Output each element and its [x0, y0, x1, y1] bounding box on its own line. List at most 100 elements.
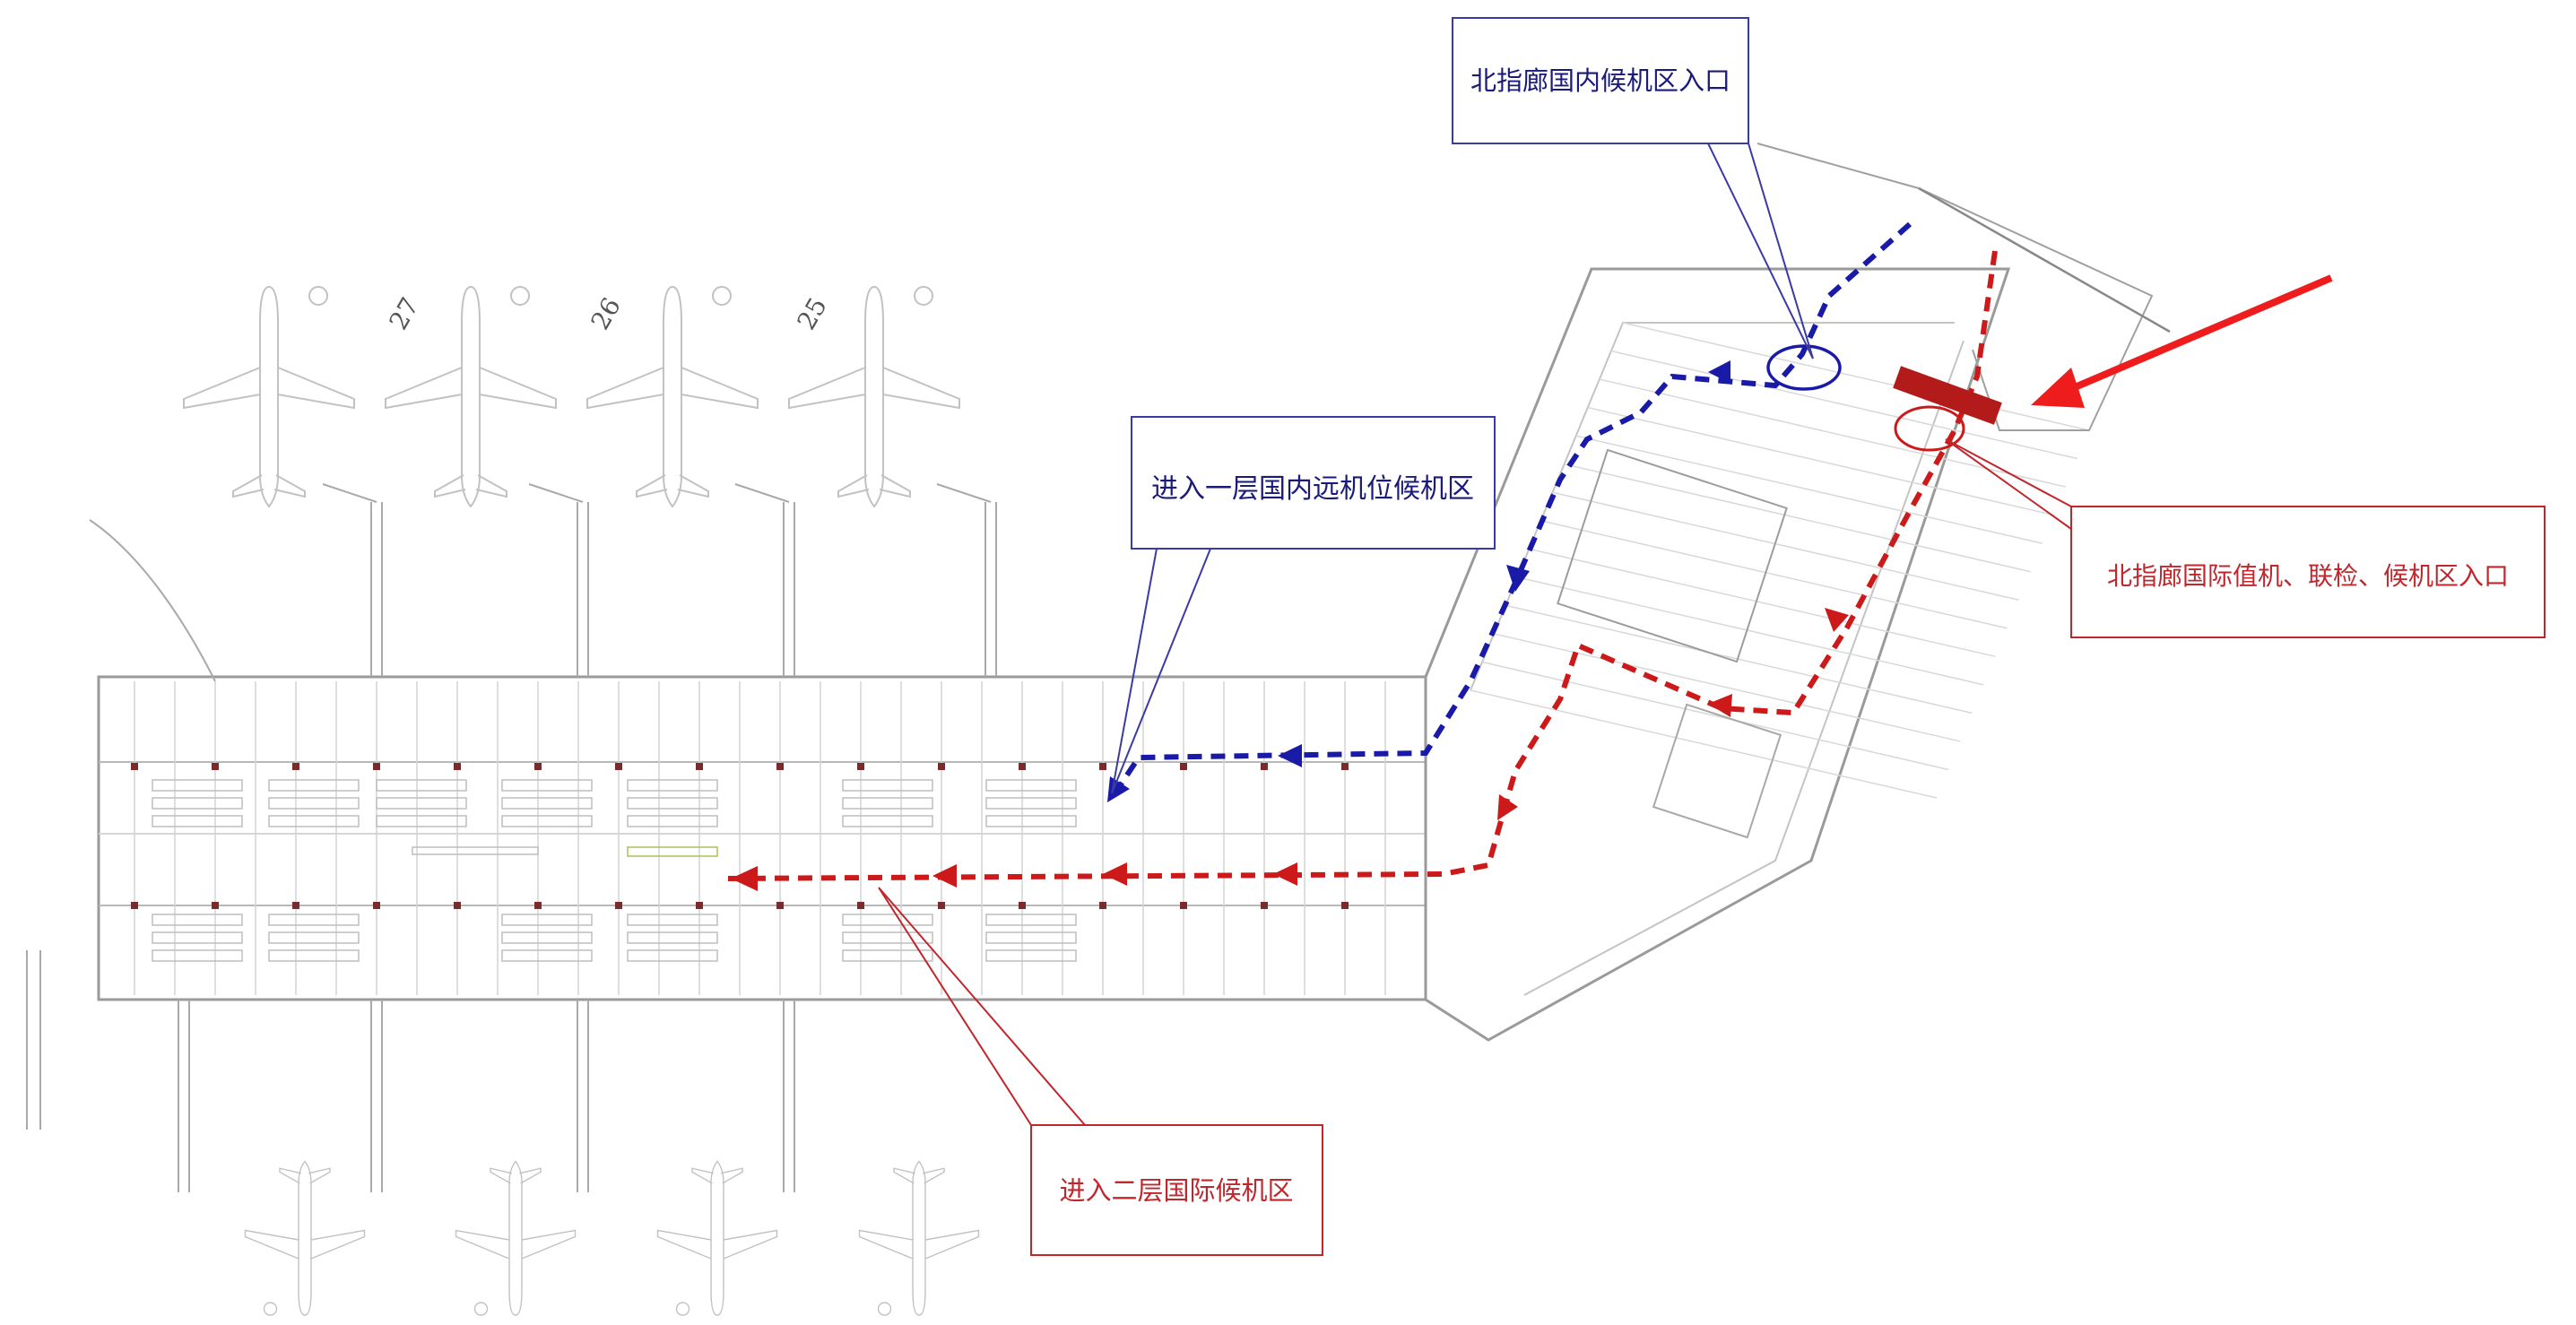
- gate-labels: 27 26 25: [383, 292, 832, 334]
- seating-areas: [152, 779, 1077, 962]
- fuselage: [912, 1160, 926, 1316]
- seating-row: [627, 931, 718, 944]
- aircraft-lower-3: [858, 1160, 980, 1316]
- seating-row: [268, 779, 360, 792]
- seating-row: [501, 914, 593, 926]
- jet-bridge: [89, 519, 216, 682]
- intl-arrow-5: [1103, 862, 1127, 886]
- intl-arrow-6: [932, 864, 957, 888]
- tail: [490, 1167, 542, 1184]
- tail: [232, 474, 306, 498]
- nose-marker: [877, 1302, 892, 1316]
- seating-row: [627, 949, 718, 962]
- tail: [434, 474, 507, 498]
- intl-arrow-7: [731, 866, 758, 891]
- column-marker: [615, 763, 622, 770]
- jet-bridge: [26, 950, 41, 1130]
- seating-row: [985, 931, 1077, 944]
- column-marker: [212, 763, 219, 770]
- seating-row: [627, 914, 718, 926]
- intl-arrow-2: [1708, 694, 1732, 717]
- column-marker: [1099, 902, 1106, 909]
- nose-marker: [473, 1302, 489, 1316]
- seating-row: [501, 779, 593, 792]
- column-marker: [938, 902, 945, 909]
- aircraft-stands: [183, 285, 980, 1316]
- callout-north-domestic: 北指廊国内候机区入口: [1452, 17, 1814, 359]
- intl-arrow-1: [1825, 608, 1849, 632]
- entrance-barrier: [1893, 366, 2002, 425]
- column-marker: [1341, 902, 1349, 909]
- seating-row: [152, 949, 243, 962]
- jet-bridges: [26, 483, 997, 1192]
- aircraft-lower-0: [244, 1160, 366, 1316]
- jet-bridge: [528, 483, 584, 503]
- domestic-route-path: [1109, 221, 1912, 800]
- fuselage: [298, 1160, 312, 1316]
- seating-row: [842, 931, 933, 944]
- wings: [656, 1229, 778, 1260]
- grid-line: [1576, 436, 2043, 543]
- seating-row: [985, 815, 1077, 827]
- north-pier-outline: [1426, 269, 2008, 1040]
- grid-line: [1588, 408, 2054, 515]
- jet-bridge: [734, 483, 790, 503]
- seating-row: [152, 931, 243, 944]
- wings: [858, 1229, 980, 1260]
- concourse-grid: [131, 681, 1385, 995]
- aircraft-1: [385, 285, 557, 508]
- domestic-route: [1109, 221, 1912, 800]
- seating-row: [268, 949, 360, 962]
- grid-line: [1517, 577, 1983, 685]
- seating-row: [268, 797, 360, 810]
- column-marker: [1019, 763, 1026, 770]
- column-marker: [373, 763, 380, 770]
- grid-line: [1482, 662, 1948, 769]
- callout-box: [2070, 506, 2546, 638]
- column-marker: [1180, 763, 1187, 770]
- intl-arrow-4: [1273, 862, 1297, 886]
- seating-row: [152, 797, 243, 810]
- column-marker: [857, 763, 864, 770]
- nose-marker: [712, 286, 732, 306]
- jet-bridge: [936, 483, 992, 503]
- tail: [837, 474, 911, 498]
- aircraft-2: [586, 285, 759, 508]
- main-concourse: [99, 677, 1426, 1000]
- grid-line: [1611, 351, 2077, 459]
- column-marker: [857, 902, 864, 909]
- seating-row: [501, 797, 593, 810]
- tail: [636, 474, 709, 498]
- seating-row: [152, 779, 243, 792]
- wings: [788, 367, 960, 410]
- aircraft-lower-2: [656, 1160, 778, 1316]
- grid-line: [1494, 634, 1960, 741]
- column-marker: [131, 763, 138, 770]
- seating-row: [268, 914, 360, 926]
- grid-line: [1470, 690, 1937, 798]
- grid-line: [1553, 492, 2019, 600]
- international-route-arrowheads: [731, 608, 1849, 891]
- nose-marker: [308, 286, 328, 306]
- gate-number-25: 25: [791, 292, 832, 334]
- nose-marker: [914, 286, 933, 306]
- column-marker: [1019, 902, 1026, 909]
- seating-row: [268, 815, 360, 827]
- pointer-arrow: [2031, 274, 2333, 408]
- wings: [385, 367, 557, 410]
- column-marker: [1099, 763, 1106, 770]
- seating-row: [501, 949, 593, 962]
- seating-row: [376, 815, 467, 827]
- column-marker: [938, 763, 945, 770]
- seating-row: [376, 779, 467, 792]
- seating-row: [985, 949, 1077, 962]
- pointer-arrow-shaft: [2060, 274, 2333, 396]
- seating-row: [627, 797, 718, 810]
- callout-text: 北指廊国内候机区入口: [1470, 65, 1730, 96]
- column-marker: [615, 902, 622, 909]
- callout-text: 进入二层国际候机区: [1059, 1175, 1293, 1206]
- column-marker: [292, 763, 299, 770]
- fuselage: [663, 285, 682, 508]
- callout-floor1-domestic: 进入一层国内远机位候机区: [1111, 416, 1496, 794]
- column-marker: [454, 902, 461, 909]
